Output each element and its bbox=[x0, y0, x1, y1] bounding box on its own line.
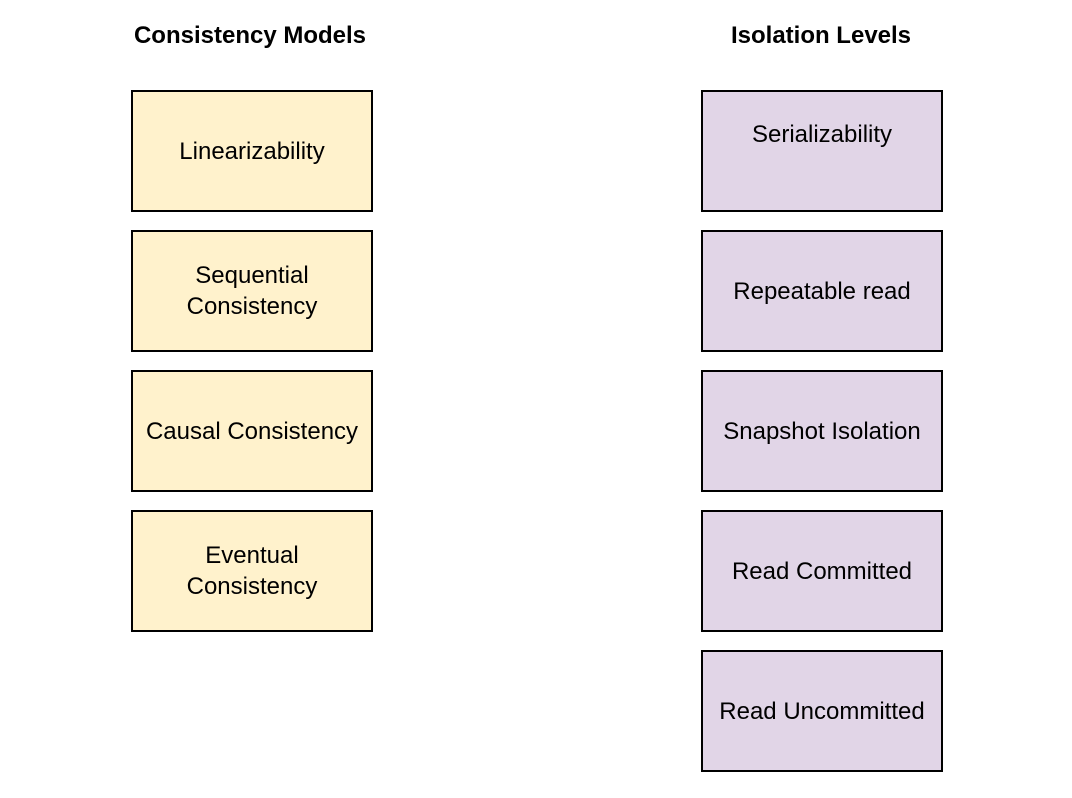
eventual-consistency-box: Eventual Consistency bbox=[131, 510, 373, 632]
box-label: Read Committed bbox=[731, 557, 913, 585]
snapshot-isolation-box: Snapshot Isolation bbox=[701, 370, 943, 492]
isolation-levels-heading: Isolation Levels bbox=[730, 22, 912, 49]
read-uncommitted-box: Read Uncommitted bbox=[701, 650, 943, 772]
box-label: Repeatable read bbox=[733, 277, 911, 305]
read-committed-box: Read Committed bbox=[701, 510, 943, 632]
box-label: Serializability bbox=[751, 121, 893, 148]
box-label: Causal Consistency bbox=[145, 417, 359, 445]
sequential-consistency-box: Sequential Consistency bbox=[131, 230, 373, 352]
linearizability-box: Linearizability bbox=[131, 90, 373, 212]
box-label: Eventual Consistency bbox=[186, 542, 318, 600]
consistency-models-heading: Consistency Models bbox=[133, 22, 367, 49]
box-label: Read Uncommitted bbox=[719, 697, 925, 725]
box-label: Snapshot Isolation bbox=[723, 417, 921, 445]
repeatable-read-box: Repeatable read bbox=[701, 230, 943, 352]
box-label: Sequential Consistency bbox=[186, 262, 318, 320]
box-label: Linearizability bbox=[179, 137, 325, 165]
serializability-box: Serializability bbox=[701, 90, 943, 212]
causal-consistency-box: Causal Consistency bbox=[131, 370, 373, 492]
